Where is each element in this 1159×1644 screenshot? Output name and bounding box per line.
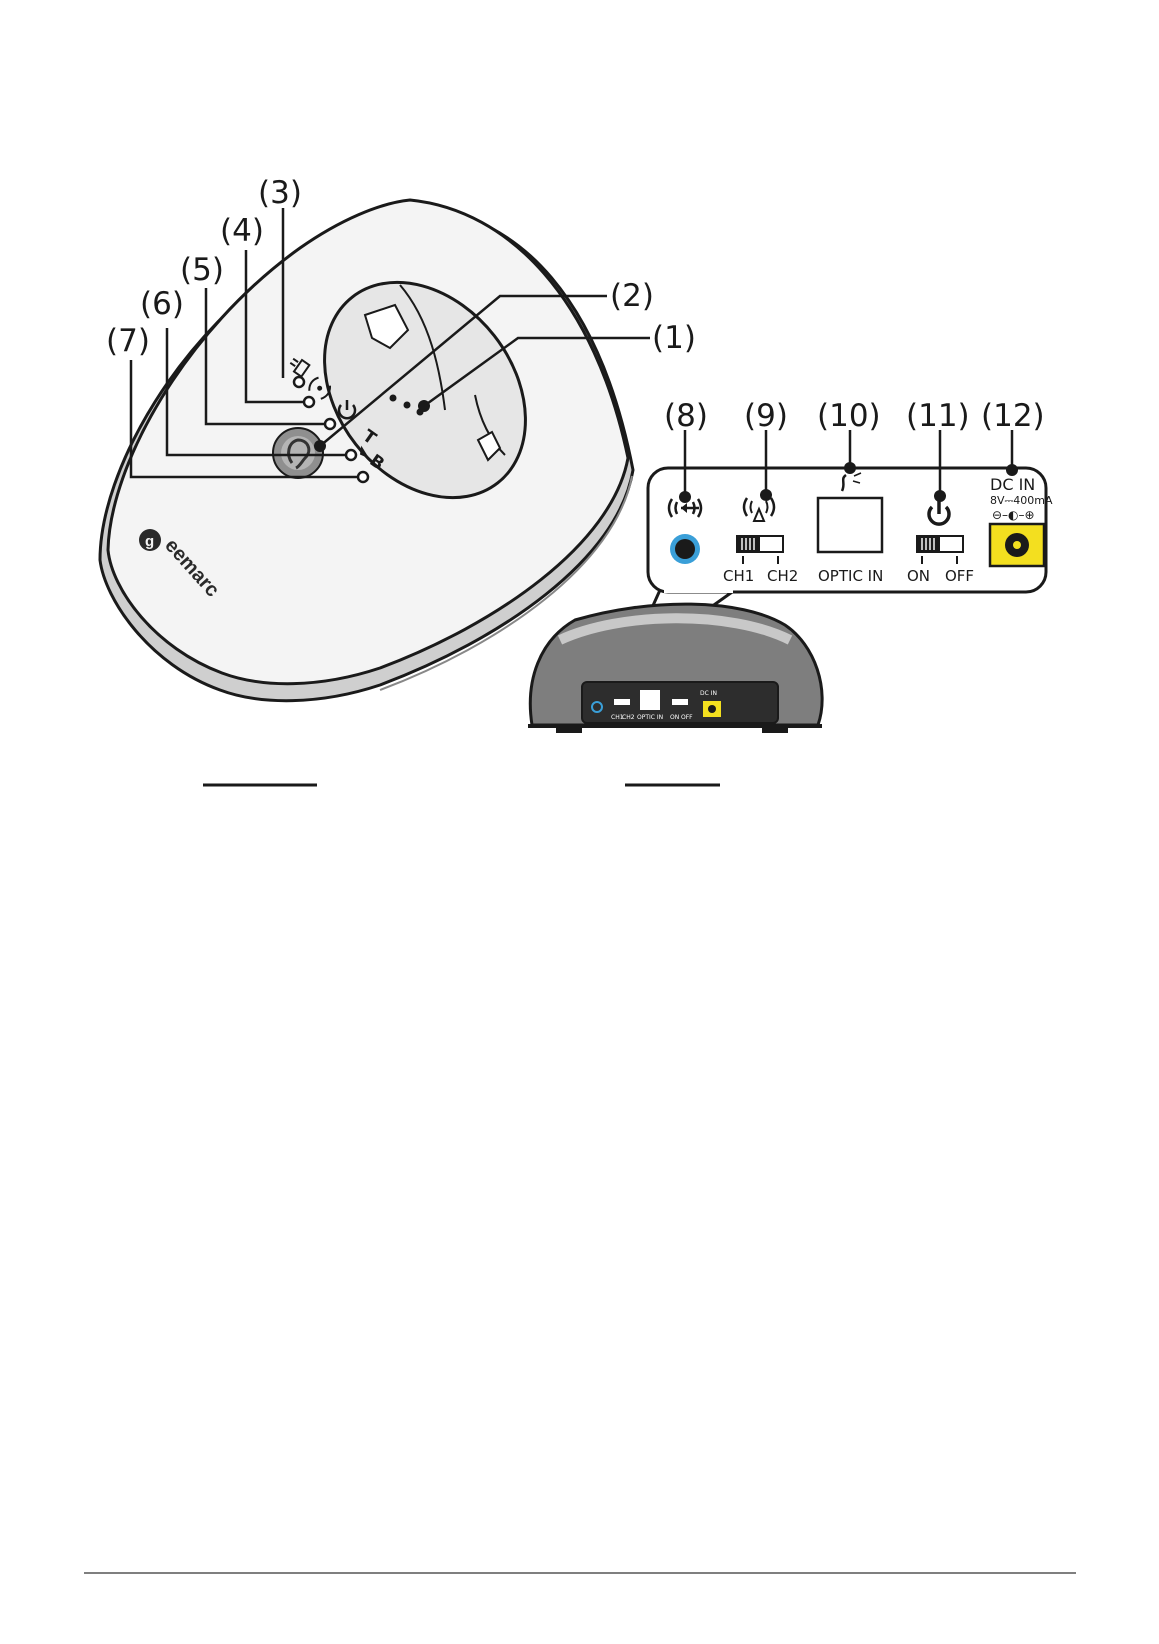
optical-port (818, 498, 882, 552)
mini-on-label: ON (670, 714, 679, 721)
led-transmit (304, 397, 314, 407)
on-label: ON (907, 567, 930, 585)
callout-dot-2 (314, 440, 326, 452)
transmitter-rear-view: CH1 CH2 OPTIC IN ON OFF DC IN (528, 604, 822, 733)
dc-rating-label: 8V⎓400mA (990, 494, 1053, 507)
led-bass (358, 472, 368, 482)
callout-4: (4) (220, 213, 264, 249)
led-tone (346, 450, 356, 460)
mini-optic-port (640, 690, 660, 710)
callout-12: (12) (981, 398, 1045, 434)
callout-1: (1) (652, 320, 696, 356)
optic-in-label: OPTIC IN (818, 567, 883, 585)
callout-10: (10) (817, 398, 881, 434)
callout-9: (9) (744, 398, 788, 434)
mini-ch2-label: CH2 (622, 714, 635, 721)
led-charge (294, 377, 304, 387)
callout-dot-1 (418, 400, 430, 412)
ear-button[interactable] (273, 428, 323, 478)
off-label: OFF (945, 567, 974, 585)
charge-pin-b (404, 402, 411, 409)
charge-pin-a (390, 395, 397, 402)
svg-text:g: g (145, 533, 154, 550)
callout-11: (11) (906, 398, 970, 434)
dc-polarity-label: ⊖–◐–⊕ (992, 508, 1035, 522)
mini-dc-label: DC IN (700, 690, 717, 697)
callout-6: (6) (140, 286, 184, 322)
led-power (325, 419, 335, 429)
mini-optic-label: OPTIC IN (637, 714, 663, 721)
dc-in-label: DC IN (990, 475, 1035, 494)
callout-5: (5) (180, 252, 224, 288)
callout-2: (2) (610, 278, 654, 314)
callout-8: (8) (664, 398, 708, 434)
ch1-label: CH1 (723, 567, 754, 585)
callout-7: (7) (106, 323, 150, 359)
callout-3: (3) (258, 175, 302, 211)
mini-off-label: OFF (681, 714, 693, 721)
ch2-label: CH2 (767, 567, 798, 585)
